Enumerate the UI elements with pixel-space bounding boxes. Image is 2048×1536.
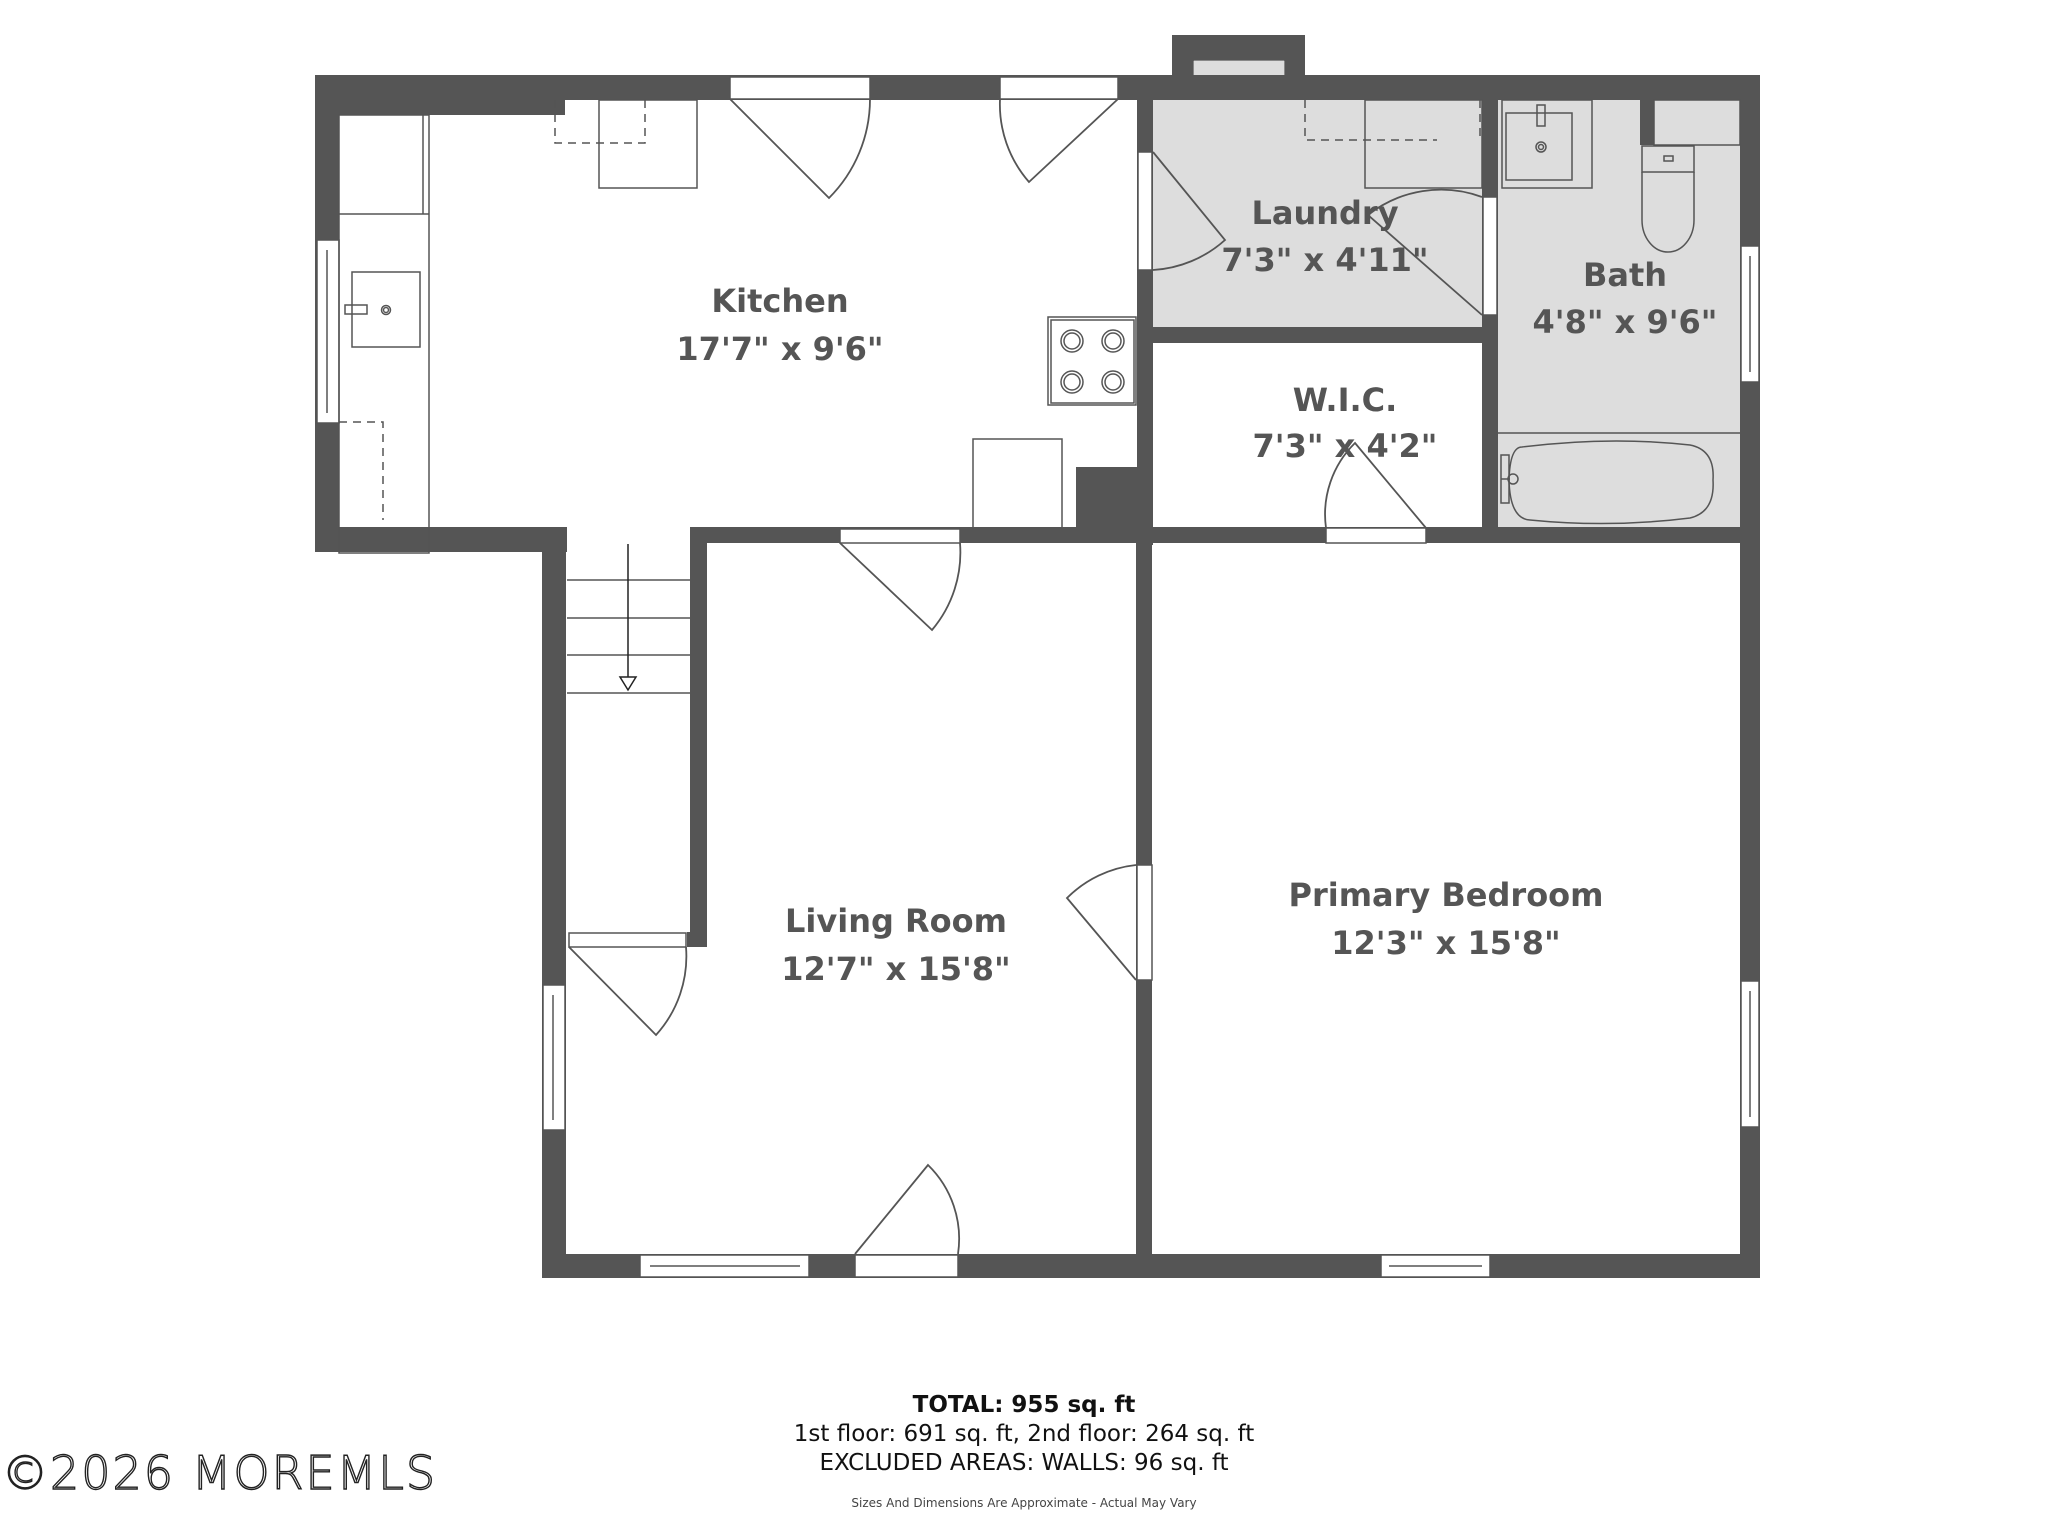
wic-dims: 7'3" x 4'2" (1253, 427, 1438, 465)
kitchen-dims: 17'7" x 9'6" (676, 330, 883, 368)
stove-icon (1047, 316, 1137, 406)
laundry-fill (1153, 100, 1482, 327)
door-swings (568, 98, 1483, 1255)
floor-areas: 1st floor: 691 sq. ft, 2nd floor: 264 sq… (793, 1421, 1255, 1447)
wic-name: W.I.C. (1293, 381, 1398, 419)
bath-name: Bath (1583, 256, 1667, 294)
living-window-left (542, 984, 566, 1131)
fridge (598, 99, 698, 189)
excluded-areas: EXCLUDED AREAS: WALLS: 96 sq. ft (819, 1450, 1229, 1476)
kitchen-window (316, 239, 340, 424)
bath-dims: 4'8" x 9'6" (1533, 303, 1718, 341)
living-door-opening (839, 528, 961, 544)
kitchen-door-opening-2 (999, 76, 1119, 100)
washer (1364, 99, 1483, 189)
bedroom-door-opening (1136, 864, 1153, 981)
watermark: ©2026 MOREMLS (1, 1445, 438, 1500)
front-door-opening (854, 1254, 959, 1278)
kitchen-fixtures (338, 99, 1137, 554)
stairs (567, 544, 690, 694)
kitchen-door-opening-1 (729, 76, 871, 100)
kitchen-cabinet (972, 438, 1063, 529)
bath-fill (1498, 100, 1740, 532)
laundry-name: Laundry (1251, 194, 1398, 232)
laundry-dims: 7'3" x 4'11" (1221, 241, 1428, 279)
bath-fixtures (1498, 99, 1741, 525)
wic-door-opening (1325, 527, 1427, 544)
room-labels: Kitchen 17'7" x 9'6" Laundry 7'3" x 4'11… (676, 194, 1717, 988)
room-fills (1153, 59, 1740, 532)
primary-bedroom-dims: 12'3" x 15'8" (1331, 924, 1560, 962)
laundry-fixtures (1304, 99, 1483, 189)
living-room-name: Living Room (785, 902, 1007, 940)
stair-door-opening (568, 932, 687, 948)
kitchen-name: Kitchen (711, 282, 848, 320)
stair-opening (567, 528, 689, 545)
kitchen-sink-icon (344, 271, 421, 348)
disclaimer: Sizes And Dimensions Are Approximate - A… (851, 1496, 1197, 1510)
living-room-dims: 12'7" x 15'8" (781, 950, 1010, 988)
laundry-door-opening (1137, 151, 1153, 271)
openings (316, 76, 1760, 1278)
bathroom-sink-icon (1501, 99, 1593, 189)
total-area: TOTAL: 955 sq. ft (912, 1392, 1136, 1418)
toilet-icon (1641, 145, 1695, 253)
counter-left (338, 114, 430, 554)
bath-door-opening (1482, 196, 1498, 316)
bathtub-icon (1500, 440, 1714, 525)
primary-bedroom-name: Primary Bedroom (1288, 876, 1603, 914)
